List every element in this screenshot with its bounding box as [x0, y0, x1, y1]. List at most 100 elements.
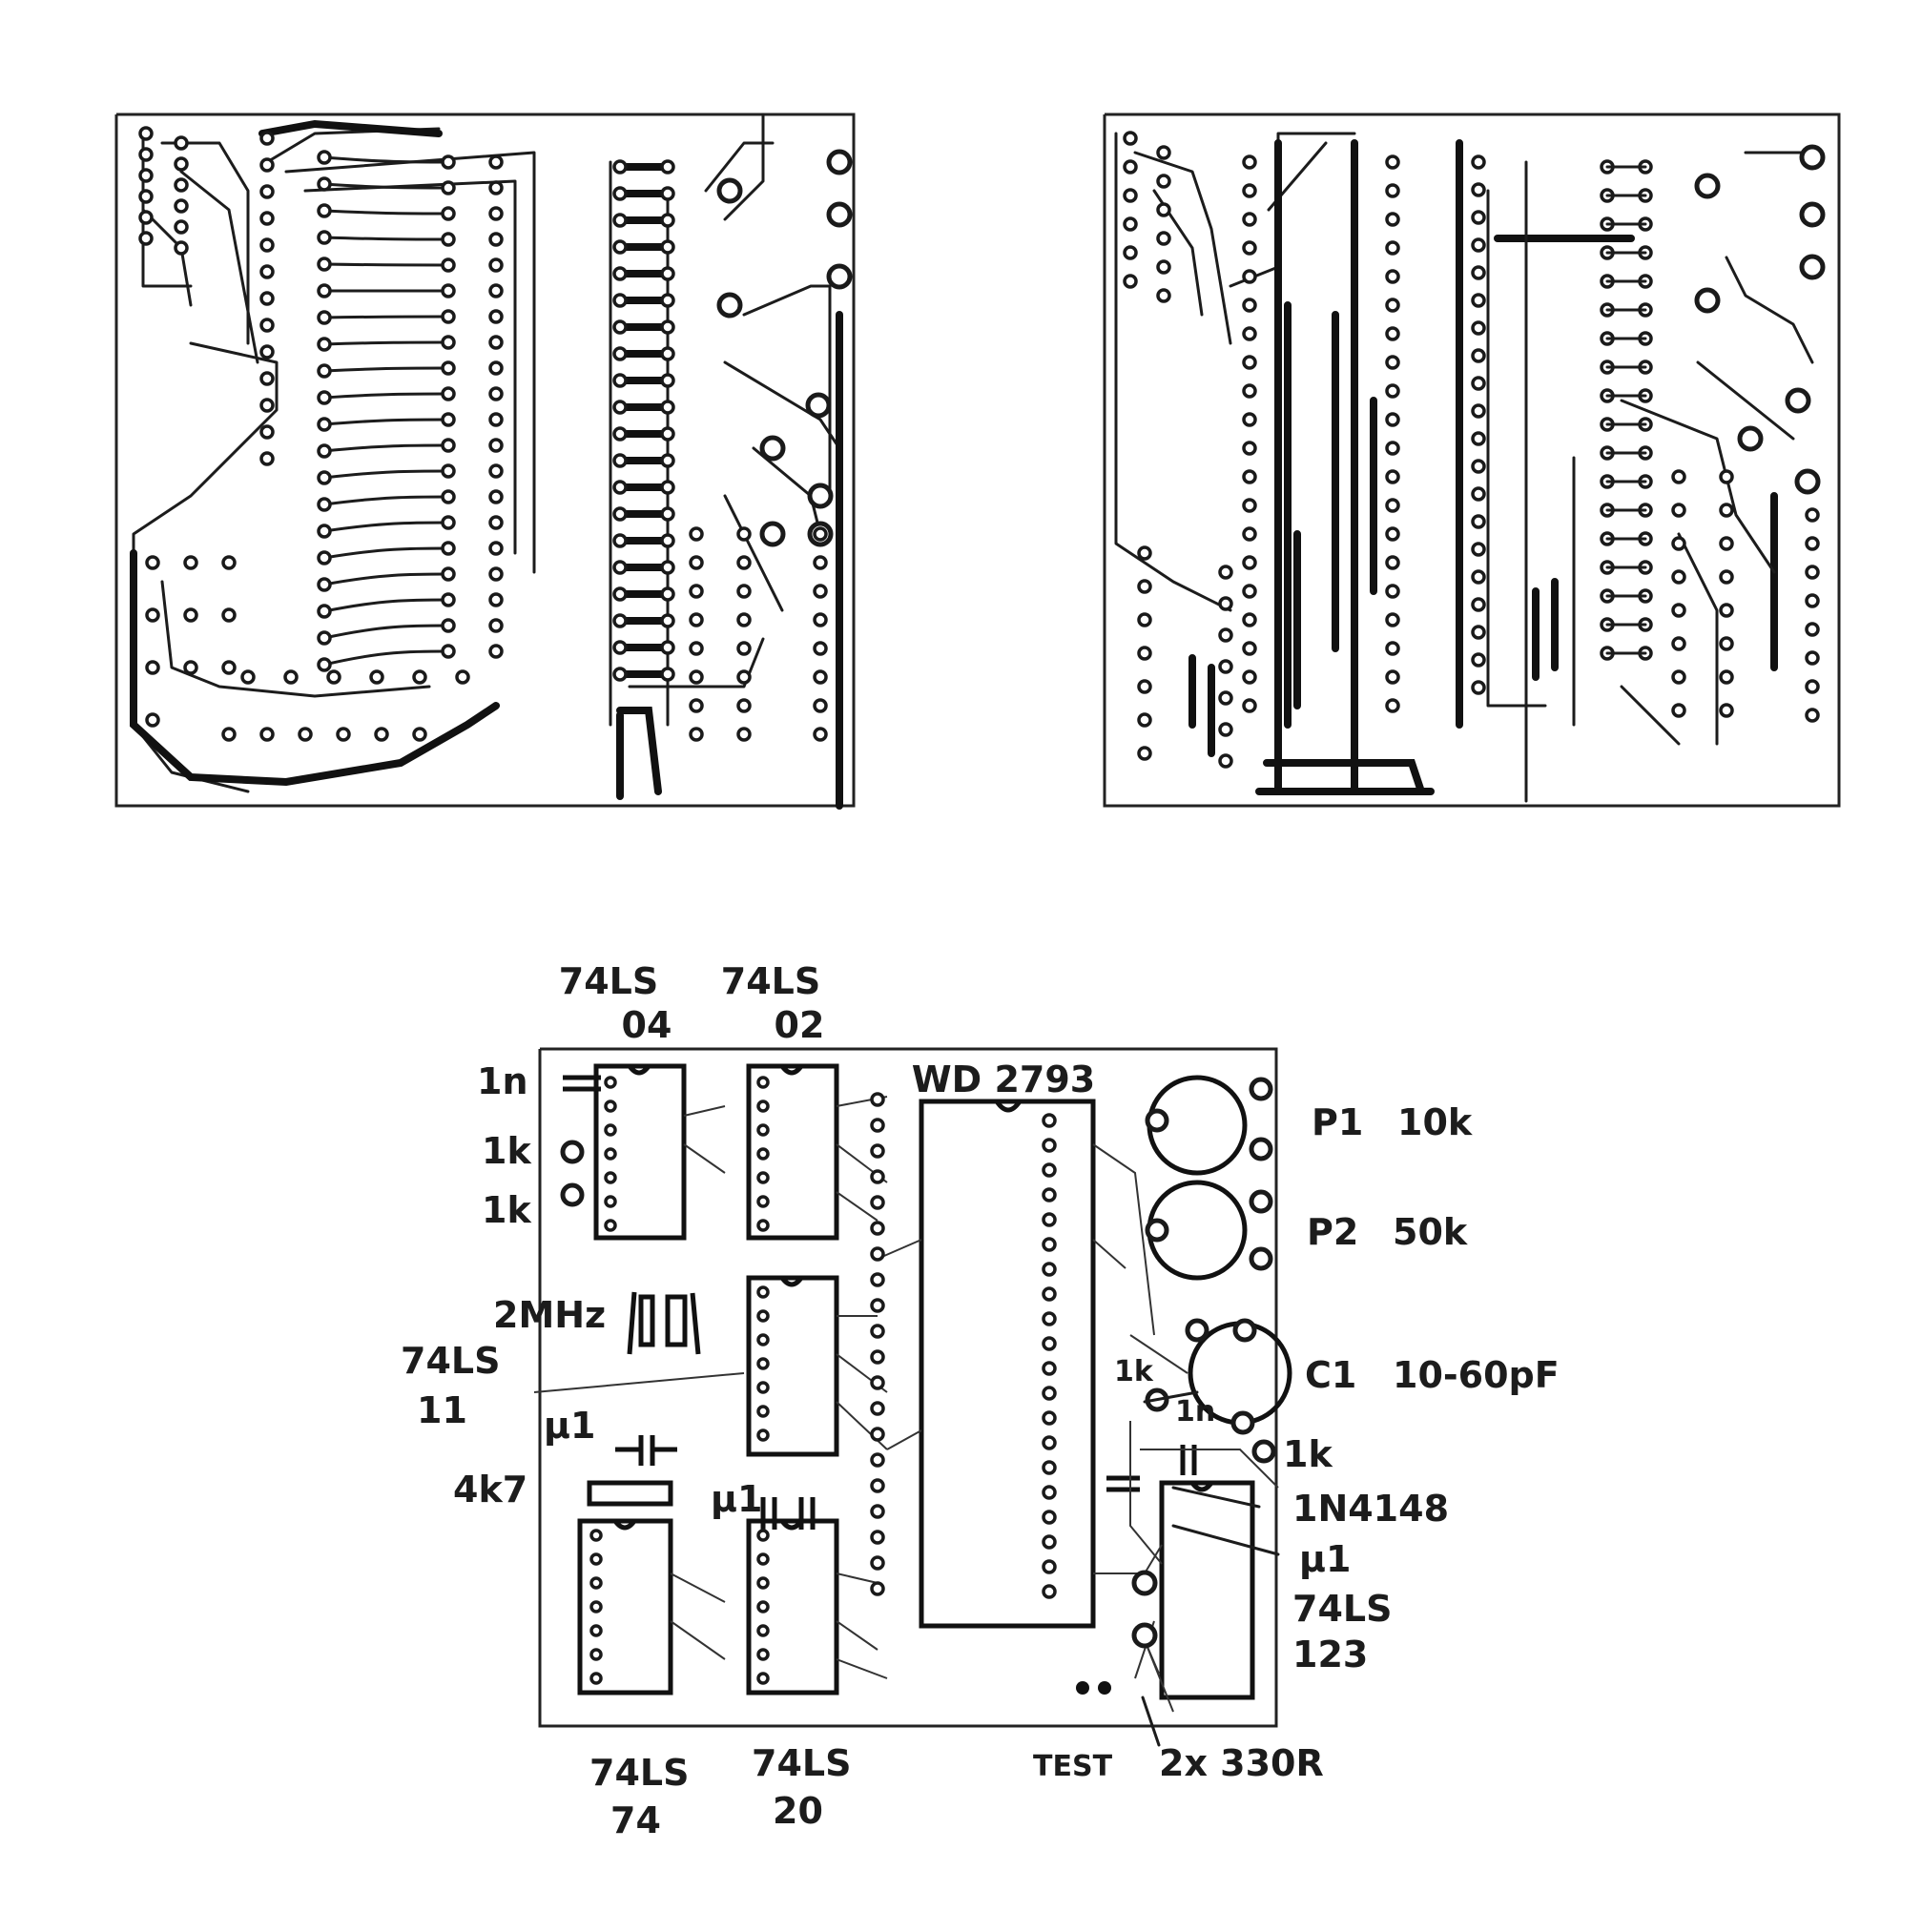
- solder-pad: [138, 231, 154, 246]
- solder-pad: [259, 211, 275, 226]
- solder-pad: [488, 154, 504, 170]
- solder-pad: [174, 177, 189, 193]
- solder-pad: [1242, 326, 1257, 341]
- solder-pad: [756, 1171, 770, 1184]
- solder-pad: [1805, 622, 1820, 637]
- capacitor-u1-right: [1106, 1475, 1140, 1492]
- solder-pad: [1042, 1113, 1057, 1128]
- solder-pad: [138, 189, 154, 204]
- label-74ls11-top: 74LS: [401, 1340, 500, 1382]
- solder-pad: [870, 1272, 885, 1287]
- copper-trace: [322, 443, 450, 453]
- solder-pad: [736, 526, 752, 542]
- solder-pad: [813, 698, 828, 713]
- solder-pad: [1156, 174, 1171, 189]
- solder-pad: [736, 641, 752, 656]
- solder-pad: [1805, 650, 1820, 666]
- solder-pad: [1719, 703, 1734, 718]
- label-74ls20-bot: 20: [773, 1790, 823, 1832]
- label-74ls04-top: 74LS: [559, 960, 658, 1002]
- label-res-4k7: 4k7: [453, 1469, 527, 1511]
- solder-pad: [604, 1195, 617, 1208]
- solder-pad: [589, 1576, 603, 1590]
- component-placement: 74LS 04 74LS 02 WD 2793 1n 1k 1k 2MHz 74…: [401, 960, 1560, 1841]
- solder-pad: [1042, 1584, 1057, 1599]
- solder-pad: [1471, 237, 1486, 253]
- solder-pad: [756, 1333, 770, 1346]
- label-wd2793: WD 2793: [912, 1058, 1095, 1100]
- solder-pad: [660, 453, 675, 468]
- label-p1-name: P1: [1312, 1101, 1363, 1143]
- solder-pad: [317, 203, 332, 218]
- solder-pad: [1042, 1262, 1057, 1277]
- solder-pad: [736, 669, 752, 685]
- solder-pad: [259, 398, 275, 413]
- solder-pad: [1385, 498, 1400, 513]
- copper-trace: [322, 392, 450, 400]
- solder-pad: [1242, 298, 1257, 313]
- solder-pad: [317, 176, 332, 192]
- solder-pad: [259, 371, 275, 386]
- solder-pad: [441, 180, 456, 195]
- label-res-1k-c: 1k: [1114, 1355, 1154, 1388]
- solder-pad: [612, 319, 628, 335]
- solder-pad: [317, 337, 332, 352]
- solder-pad: [1042, 1485, 1057, 1500]
- label-p2-value: 50k: [1393, 1211, 1468, 1253]
- solder-pad: [660, 266, 675, 281]
- solder-pad: [1156, 202, 1171, 217]
- component-pad: [1230, 1410, 1255, 1435]
- solder-pad: [1799, 201, 1826, 228]
- solder-pad: [317, 230, 332, 245]
- solder-pad: [1242, 469, 1257, 484]
- solder-pad: [441, 541, 456, 556]
- solder-pad: [660, 506, 675, 522]
- solder-pad: [1471, 652, 1486, 668]
- solder-pad: [1471, 210, 1486, 225]
- solder-pad: [870, 1221, 885, 1236]
- solder-pad: [259, 237, 275, 253]
- solder-pad: [317, 417, 332, 432]
- solder-pad: [1785, 387, 1811, 414]
- solder-pad: [612, 506, 628, 522]
- solder-pad: [1385, 383, 1400, 399]
- solder-pad: [145, 607, 160, 623]
- solder-pad: [612, 453, 628, 468]
- solder-pad: [612, 266, 628, 281]
- label-74ls123-top: 74LS: [1292, 1588, 1392, 1630]
- solder-pad: [317, 470, 332, 485]
- solder-pad: [1042, 1286, 1057, 1302]
- solder-pad: [870, 1169, 885, 1184]
- solder-pad: [441, 592, 456, 607]
- solder-pad: [145, 712, 160, 728]
- solder-pad: [145, 555, 160, 570]
- label-cap-1n-left: 1n: [477, 1060, 528, 1102]
- copper-trace: [322, 209, 450, 216]
- solder-pad: [1156, 231, 1171, 246]
- solder-pad: [1042, 1435, 1057, 1450]
- solder-pad: [1385, 240, 1400, 256]
- solder-pad: [1242, 412, 1257, 427]
- solder-pad: [317, 550, 332, 565]
- solder-pad: [736, 612, 752, 627]
- solder-pad: [870, 1478, 885, 1493]
- solder-pad: [441, 335, 456, 350]
- solder-pad: [660, 346, 675, 361]
- solder-pad: [813, 641, 828, 656]
- solder-pad: [1242, 441, 1257, 456]
- solder-pad: [756, 1600, 770, 1613]
- solder-pad: [1123, 131, 1138, 146]
- solder-pad: [660, 533, 675, 548]
- solder-pad: [1471, 348, 1486, 363]
- solder-pad: [1805, 536, 1820, 551]
- component-side-layout: [1103, 113, 1841, 808]
- solder-pad: [589, 1648, 603, 1661]
- copper-trace: [322, 155, 450, 164]
- solder-pad: [183, 660, 198, 675]
- solder-pad: [1242, 698, 1257, 713]
- solder-pad: [441, 566, 456, 582]
- solder-pad: [1719, 503, 1734, 518]
- solder-pad: [1156, 259, 1171, 275]
- solder-side-layout: [114, 113, 856, 810]
